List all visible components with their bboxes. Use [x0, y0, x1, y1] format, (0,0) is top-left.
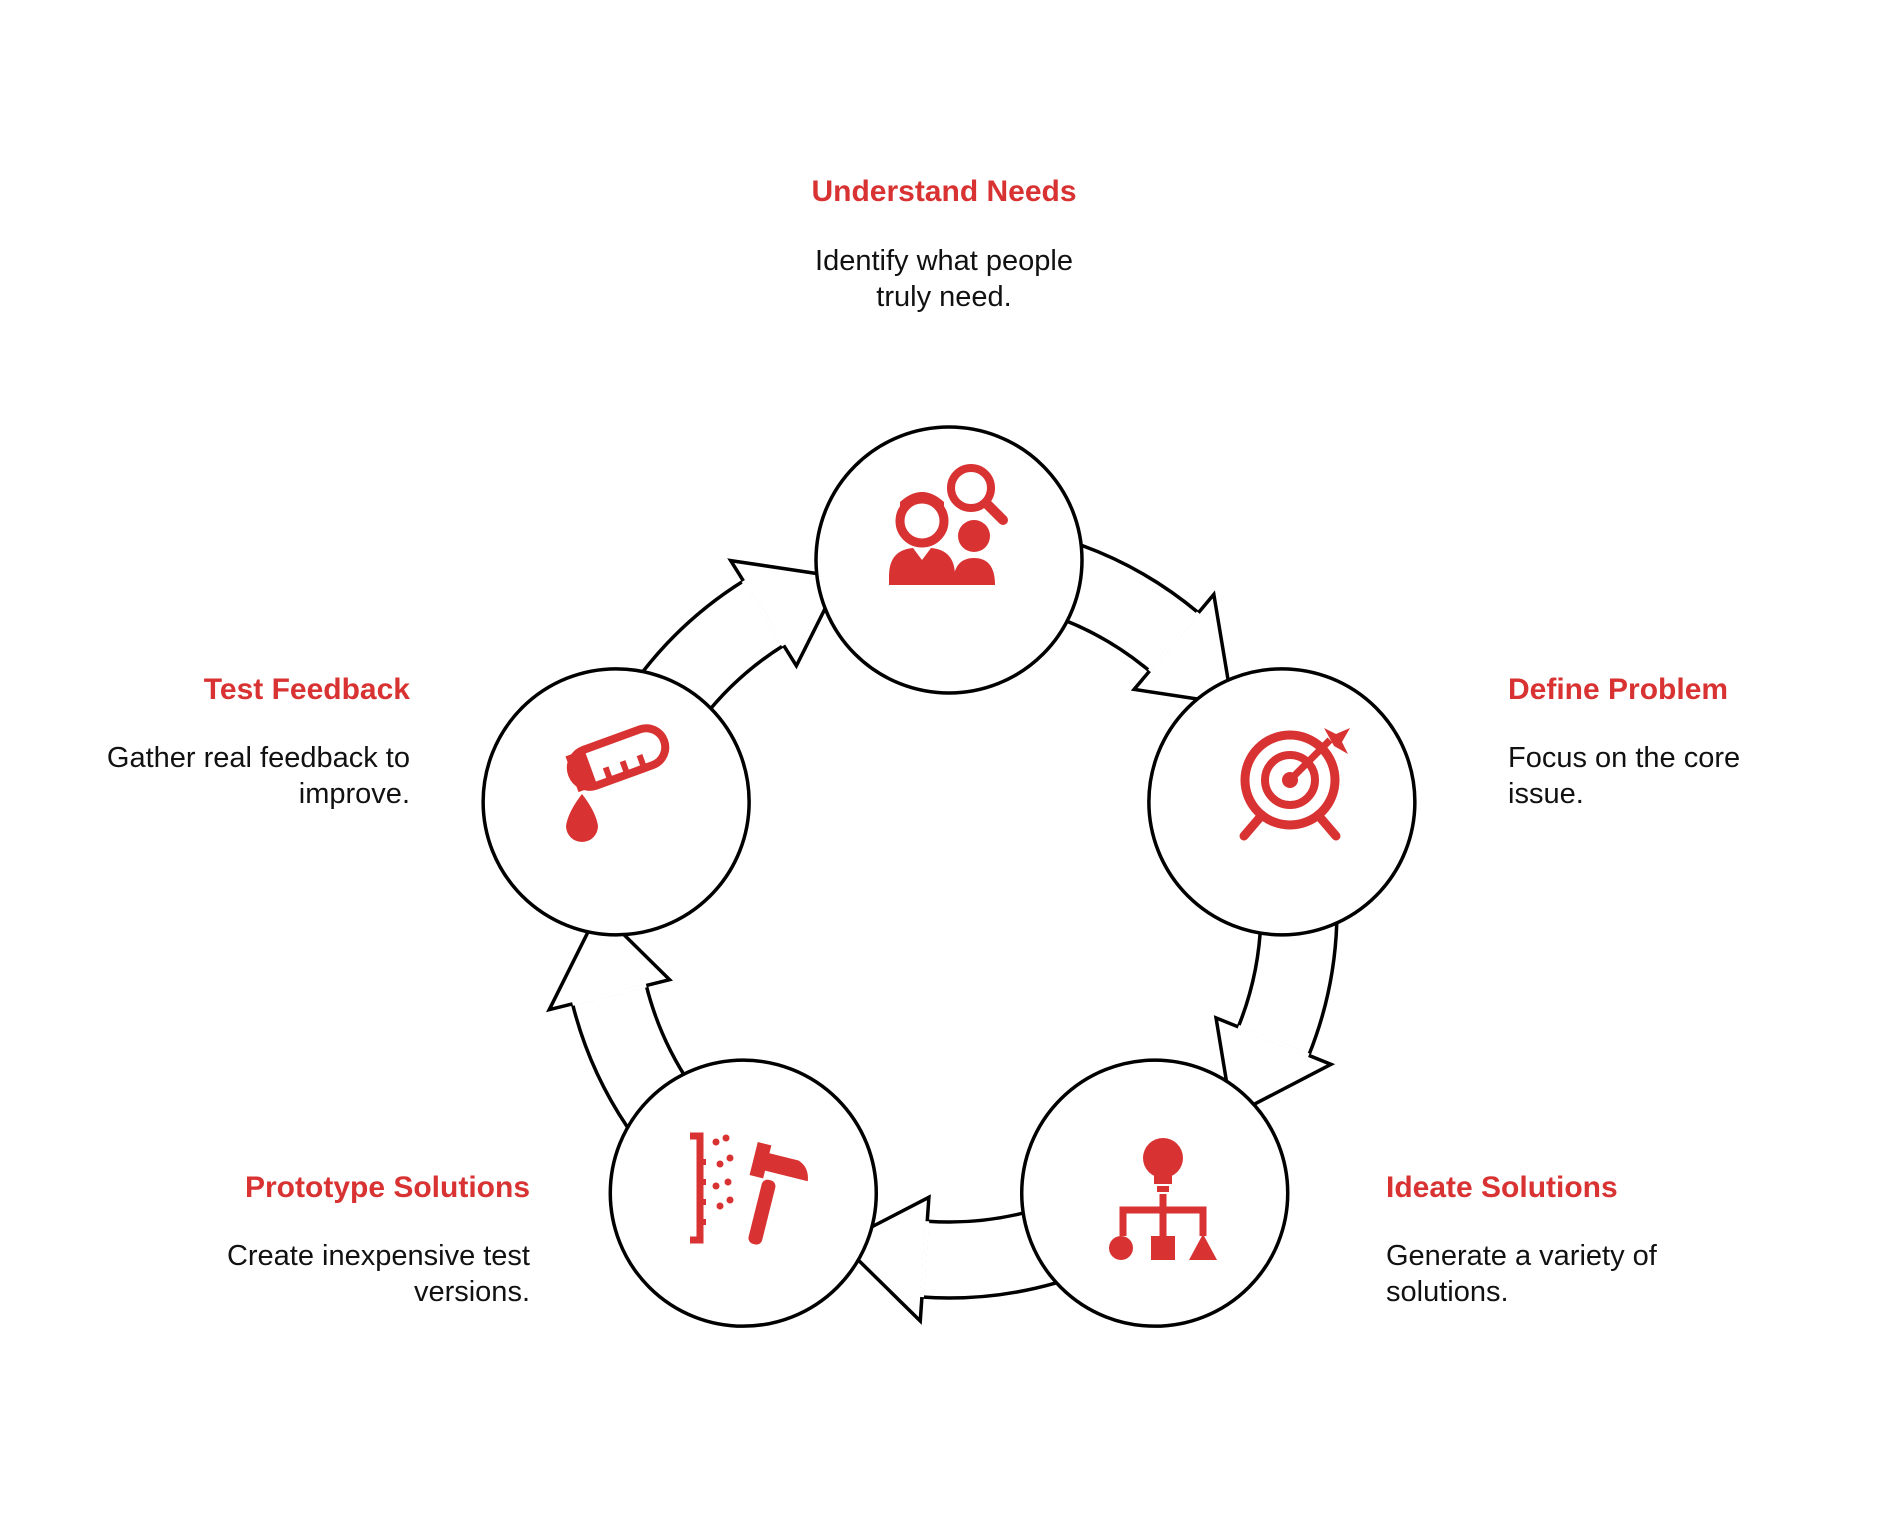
cycle-arrows — [545, 558, 1336, 1325]
arrow-base-cover — [1148, 611, 1200, 673]
step-desc-ideate: Generate a variety of solutions. — [1386, 1238, 1766, 1310]
step-desc-line: Identify what people — [815, 245, 1073, 277]
arrow-base-cover — [919, 1221, 930, 1298]
step-desc-line: Generate a variety of — [1386, 1240, 1657, 1272]
ring-band-edge — [641, 579, 745, 673]
step-desc-line: Create inexpensive test — [226, 1240, 530, 1272]
ring-band-edge — [701, 643, 785, 719]
step-desc-define: Focus on the core issue. — [1508, 740, 1848, 812]
step-desc-prototype: Create inexpensive test versions. — [120, 1238, 530, 1310]
node-circle-prototype — [608, 1058, 879, 1328]
prototype-tools-icon — [690, 1132, 808, 1245]
step-desc-line: Gather real feedback to — [106, 742, 410, 774]
arrow-base-cover — [572, 983, 647, 1006]
step-desc-line: truly need. — [876, 281, 1012, 313]
step-title-test: Test Feedback — [203, 673, 410, 706]
ring-band-edge — [1236, 920, 1263, 1028]
step-title-ideate: Ideate Solutions — [1386, 1171, 1618, 1204]
idea-flowchart-icon — [1109, 1138, 1217, 1260]
ring-band-edge — [921, 1281, 1057, 1300]
step-desc-line: solutions. — [1386, 1276, 1509, 1308]
arrow-base-cover — [741, 579, 786, 647]
step-desc-understand: Identify what people truly need. — [704, 243, 1184, 315]
node-circle-ideate — [1019, 1058, 1290, 1328]
ring-band-edge — [1055, 615, 1151, 673]
ring-band-edge — [1307, 923, 1339, 1057]
node-circle-test — [481, 667, 751, 937]
test-tube-drop-icon — [565, 724, 670, 842]
step-desc-line: issue. — [1508, 778, 1584, 810]
step-desc-line: improve. — [298, 778, 410, 810]
step-title-define: Define Problem — [1508, 673, 1729, 706]
ring-band-edge — [927, 1208, 1036, 1224]
step-title-prototype: Prototype Solutions — [245, 1171, 530, 1204]
people-search-icon — [889, 464, 1008, 585]
ring-band-edge — [1081, 543, 1200, 615]
ring-band-edge — [644, 985, 692, 1086]
arrow-base-cover — [1237, 1025, 1310, 1058]
step-desc-line: Focus on the core — [1508, 742, 1741, 774]
cycle-nodes — [481, 425, 1417, 1328]
step-title-understand: Understand Needs — [811, 175, 1077, 208]
ring-band-edge — [570, 1003, 629, 1128]
step-desc-test: Gather real feedback to improve. — [30, 740, 410, 812]
step-desc-line: versions. — [413, 1276, 530, 1308]
target-arrow-icon — [1239, 728, 1350, 841]
